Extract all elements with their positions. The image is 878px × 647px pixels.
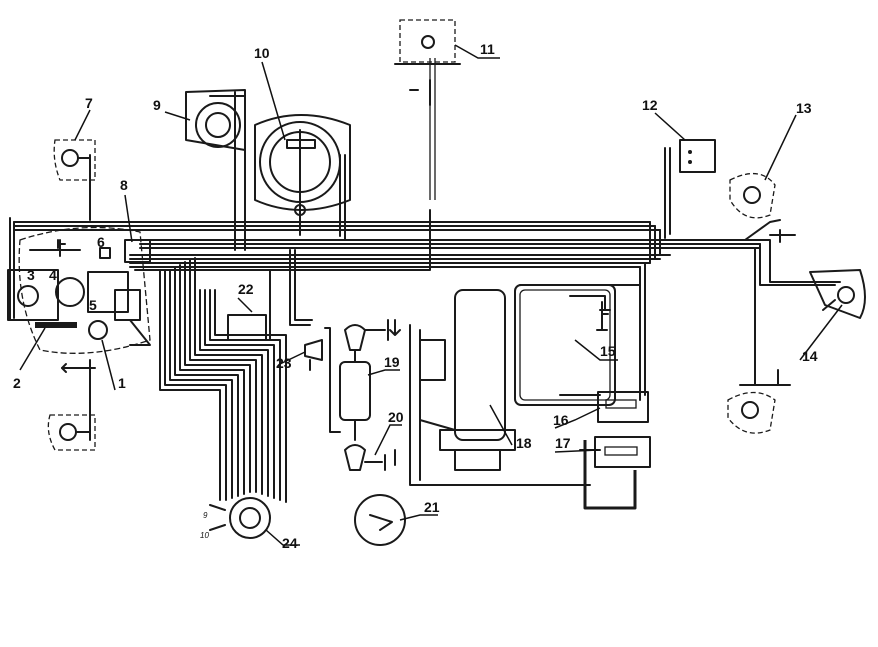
ignition-coil-19	[339, 319, 389, 441]
plug-23	[304, 339, 323, 371]
lamp-13	[729, 173, 796, 243]
speedometer-10	[254, 114, 351, 216]
connector-12	[679, 139, 716, 173]
switch-24	[209, 497, 271, 539]
label-16: 16	[553, 412, 569, 428]
relay-16	[597, 391, 649, 423]
label-4: 4	[49, 267, 57, 283]
headlamp-14	[809, 269, 866, 319]
lamp-bottom-left	[47, 359, 96, 451]
label-6: 6	[97, 234, 105, 250]
callouts: 7 8 9 10 11 12 13 14 15 16 17 18 19 20 2…	[13, 41, 843, 551]
label-9: 9	[153, 97, 161, 113]
label-22: 22	[238, 281, 254, 297]
label-3: 3	[27, 267, 35, 283]
label-11: 11	[480, 41, 495, 57]
label-14: 14	[802, 348, 818, 364]
relay-17	[594, 436, 651, 468]
label-8: 8	[120, 177, 128, 193]
tail-lamp-11	[394, 19, 461, 106]
label-12: 12	[642, 97, 658, 113]
label-13: 13	[796, 100, 812, 116]
label-15: 15	[600, 343, 616, 359]
spark-plug-20	[344, 444, 386, 471]
ground-symbols	[57, 239, 608, 466]
lamp-bottom-right	[727, 369, 791, 434]
label-18: 18	[516, 435, 532, 451]
horn-9	[185, 89, 246, 151]
small-mark-10: 10	[200, 531, 209, 540]
label-17: 17	[555, 435, 571, 451]
label-5: 5	[89, 297, 97, 313]
regulator-22	[227, 314, 267, 346]
left-cluster	[7, 226, 151, 354]
label-1: 1	[118, 375, 126, 391]
label-10: 10	[254, 45, 270, 61]
small-mark-9: 9	[203, 511, 208, 520]
breaker-21	[354, 494, 406, 546]
label-20: 20	[388, 409, 404, 425]
label-24: 24	[282, 535, 298, 551]
lamp-7	[53, 139, 96, 221]
label-7: 7	[85, 95, 93, 111]
generator-18	[419, 289, 516, 471]
label-21: 21	[424, 499, 440, 515]
label-23: 23	[276, 355, 292, 371]
label-2: 2	[13, 375, 21, 391]
label-19: 19	[384, 354, 400, 370]
main-harness	[9, 58, 841, 510]
